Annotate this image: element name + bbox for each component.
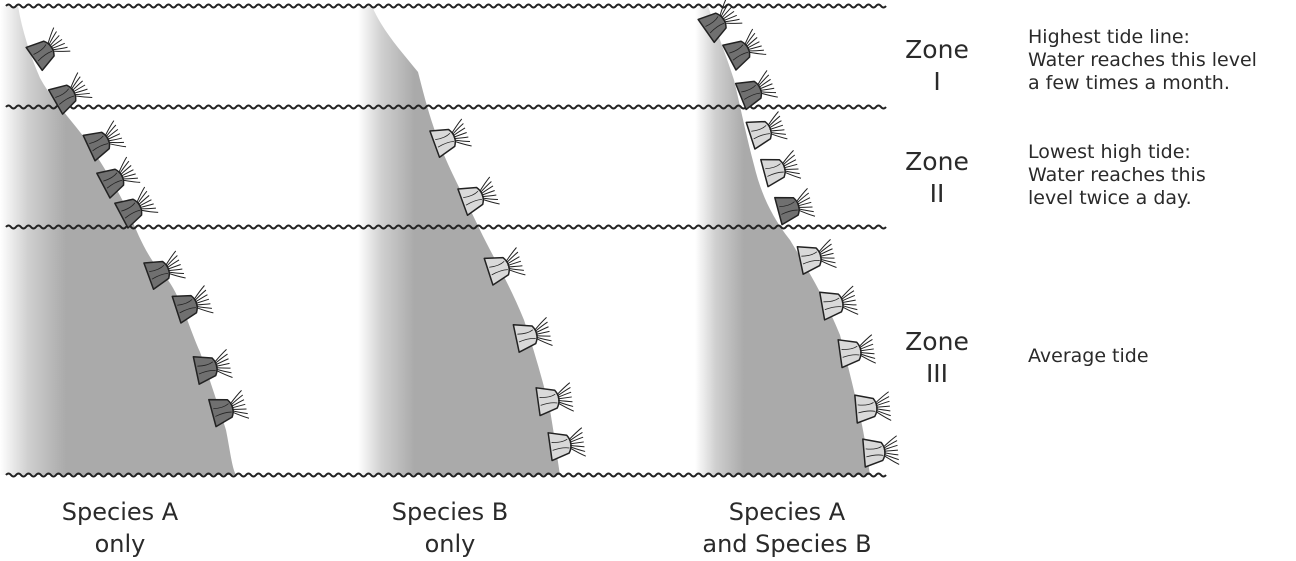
panel-label-species-b-only: Species B only [320, 496, 580, 560]
species-b-creature [863, 436, 899, 468]
panel-label-line1: Species A [0, 496, 250, 528]
zone-description-2: Lowest high tide: Water reaches this lev… [1028, 141, 1206, 210]
species-b-creature [548, 428, 586, 461]
water-line-top [6, 5, 886, 8]
zone-label-2: Zone II [882, 146, 992, 210]
rock-panel-3 [695, 6, 870, 475]
panel-label-line2: only [320, 528, 580, 560]
zone-label-numeral: I [882, 66, 992, 98]
zone-label-numeral: III [882, 358, 992, 390]
zone-description-3: Average tide [1028, 345, 1149, 368]
species-a-creature [775, 188, 815, 225]
zone-label-numeral: II [882, 178, 992, 210]
species-b-creature [820, 286, 858, 320]
zone-description-1: Highest tide line: Water reaches this le… [1028, 26, 1257, 95]
species-b-creature [761, 150, 801, 187]
species-b-creature [746, 112, 787, 150]
panel-label-line1: Species A [657, 496, 917, 528]
zone-label-1: Zone I [882, 34, 992, 98]
zone-label-3: Zone III [882, 326, 992, 390]
species-a-creature [735, 70, 777, 109]
panel-label-line1: Species B [320, 496, 580, 528]
water-line-zone-1-2 [6, 106, 886, 109]
panel-label-line2: and Species B [657, 528, 917, 560]
zone-label-word: Zone [882, 326, 992, 358]
panel-label-line2: only [0, 528, 250, 560]
zone-label-word: Zone [882, 34, 992, 66]
species-b-creature [838, 335, 876, 368]
species-b-creature [797, 239, 836, 274]
panel-label-species-a-only: Species A only [0, 496, 250, 560]
species-b-creature [855, 392, 891, 424]
zone-label-word: Zone [882, 146, 992, 178]
panel-label-species-a-and-b: Species A and Species B [657, 496, 917, 560]
rock-panel-2 [358, 6, 560, 475]
rock-panel-1 [0, 6, 236, 475]
species-a-creature [723, 29, 767, 70]
